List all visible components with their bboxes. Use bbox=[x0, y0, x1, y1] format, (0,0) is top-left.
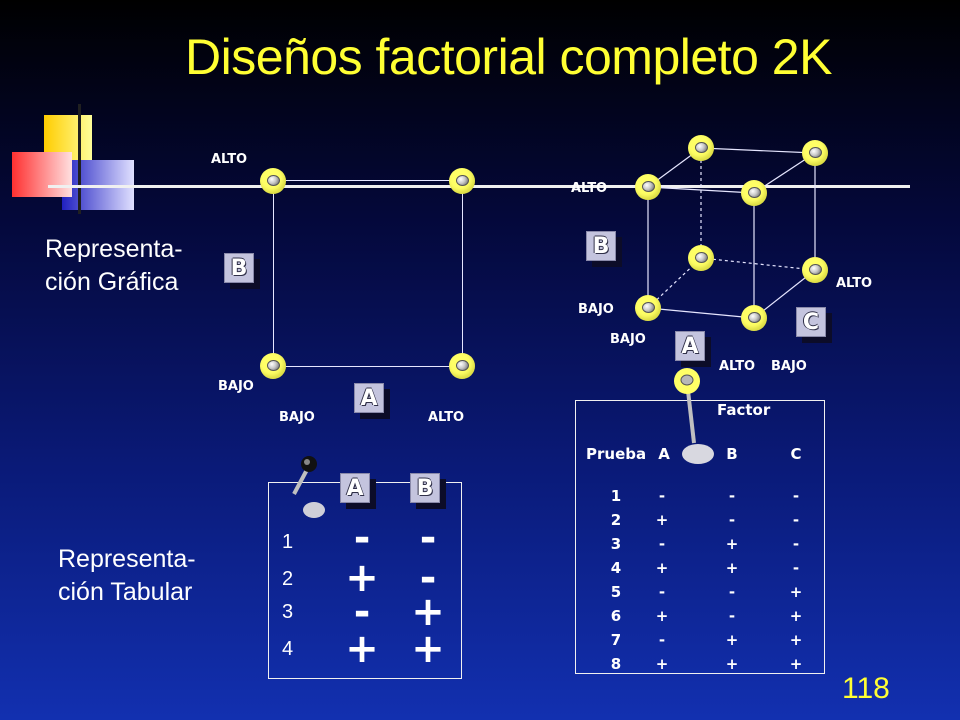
graphic-label-line-1: Representa- bbox=[45, 235, 183, 263]
table3-cell-c: - bbox=[792, 511, 800, 529]
table2-cell-b: + bbox=[411, 589, 445, 635]
table2-cell-b: - bbox=[419, 555, 437, 601]
cube-b-low-label: BAJO bbox=[578, 302, 614, 317]
table3-cell-a: + bbox=[655, 511, 669, 529]
cube-a-high-label: ALTO bbox=[719, 359, 756, 374]
table3-cell-a: + bbox=[655, 655, 669, 673]
cube-node-back-top-right bbox=[802, 140, 828, 166]
table3-row-number: 6 bbox=[610, 607, 622, 625]
tabular-label-line-1: Representa- bbox=[58, 545, 196, 573]
table3-cell-b: + bbox=[725, 559, 739, 577]
table3-prueba-label: Prueba bbox=[586, 445, 647, 463]
table3-row-number: 5 bbox=[610, 583, 622, 601]
table3-cell-c: + bbox=[789, 607, 803, 625]
table3-cell-b: + bbox=[725, 631, 739, 649]
cube-node-front-top-left bbox=[635, 174, 661, 200]
graphic-label-line-2: ción Gráfica bbox=[45, 268, 179, 296]
table2-cell-b: + bbox=[411, 626, 445, 672]
table3-cell-c: + bbox=[789, 583, 803, 601]
cube-c-low-label: BAJO bbox=[771, 359, 807, 374]
table3-header-a: A bbox=[658, 445, 670, 463]
table2-cell-b: - bbox=[419, 515, 437, 561]
table2-header-b-box: B bbox=[410, 473, 446, 509]
table3-cell-a: - bbox=[658, 583, 666, 601]
cube-c-high-label: ALTO bbox=[836, 276, 873, 291]
table3-cell-a: - bbox=[658, 487, 666, 505]
table3-row-number: 4 bbox=[610, 559, 622, 577]
cube-a-low-label: BAJO bbox=[610, 332, 646, 347]
three-factor-table bbox=[575, 400, 825, 674]
cube-node-front-top-right bbox=[741, 180, 767, 206]
table3-factor-label: Factor bbox=[717, 401, 771, 419]
table3-cell-a: + bbox=[655, 607, 669, 625]
cube-node-back-bottom-right bbox=[802, 257, 828, 283]
cube-b-high-label: ALTO bbox=[571, 181, 608, 196]
table2-cell-a: + bbox=[345, 626, 379, 672]
pin-decoration-3factor bbox=[674, 368, 714, 464]
tabular-representation-label: Representa- ción Tabular bbox=[58, 543, 196, 609]
table3-cell-c: - bbox=[792, 487, 800, 505]
logo-vertical-line bbox=[78, 104, 81, 214]
table2-row-number: 1 bbox=[282, 531, 294, 553]
table3-cell-a: + bbox=[655, 559, 669, 577]
table2-row-number: 3 bbox=[282, 601, 294, 623]
table3-header-c: C bbox=[790, 445, 802, 463]
tabular-label-line-2: ción Tabular bbox=[58, 578, 193, 606]
table2-row-number: 4 bbox=[282, 638, 294, 660]
table3-cell-c: - bbox=[792, 535, 800, 553]
slide-number: 118 bbox=[842, 672, 890, 705]
table3-row-number: 2 bbox=[610, 511, 622, 529]
cube-factor-b-label: B bbox=[586, 231, 616, 261]
table3-row-number: 8 bbox=[610, 655, 622, 673]
cube-factor-c-box: C bbox=[796, 307, 832, 343]
table2-cell-a: - bbox=[353, 589, 371, 635]
table3-cell-b: - bbox=[728, 607, 736, 625]
table2-header-a-box: A bbox=[340, 473, 376, 509]
cube-node-back-top-left bbox=[688, 135, 714, 161]
cube-node-front-bottom-right bbox=[741, 305, 767, 331]
cube-factor-a-label: A bbox=[675, 331, 705, 361]
table3-cell-a: - bbox=[658, 631, 666, 649]
table2-row-number: 2 bbox=[282, 568, 294, 590]
slide-title: Diseños factorial completo 2K bbox=[185, 29, 832, 85]
table2-header-a: A bbox=[340, 473, 370, 503]
table3-row-number: 1 bbox=[610, 487, 622, 505]
table3-cell-c: + bbox=[789, 631, 803, 649]
cube-factor-a-box: A bbox=[675, 331, 711, 367]
graphic-representation-label: Representa- ción Gráfica bbox=[45, 233, 183, 299]
table2-header-b: B bbox=[410, 473, 440, 503]
table3-cell-c: - bbox=[792, 559, 800, 577]
logo-red-square bbox=[12, 152, 72, 197]
table2-cell-a: + bbox=[345, 555, 379, 601]
cube-factor-b-box: B bbox=[586, 231, 622, 267]
table3-cell-a: - bbox=[658, 535, 666, 553]
table3-cell-b: + bbox=[725, 655, 739, 673]
table3-cell-b: - bbox=[728, 511, 736, 529]
table3-cell-b: - bbox=[728, 583, 736, 601]
table2-cell-a: - bbox=[353, 515, 371, 561]
table3-row-number: 3 bbox=[610, 535, 622, 553]
cube-node-back-bottom-left bbox=[688, 245, 714, 271]
cube-factor-c-label: C bbox=[796, 307, 826, 337]
table3-cell-b: + bbox=[725, 535, 739, 553]
table3-cell-c: + bbox=[789, 655, 803, 673]
cube-node-front-bottom-left bbox=[635, 295, 661, 321]
table3-header-b: B bbox=[726, 445, 738, 463]
table3-cell-b: - bbox=[728, 487, 736, 505]
pin-decoration-2factor bbox=[292, 456, 325, 518]
table3-row-number: 7 bbox=[610, 631, 622, 649]
title-rule bbox=[48, 185, 910, 188]
